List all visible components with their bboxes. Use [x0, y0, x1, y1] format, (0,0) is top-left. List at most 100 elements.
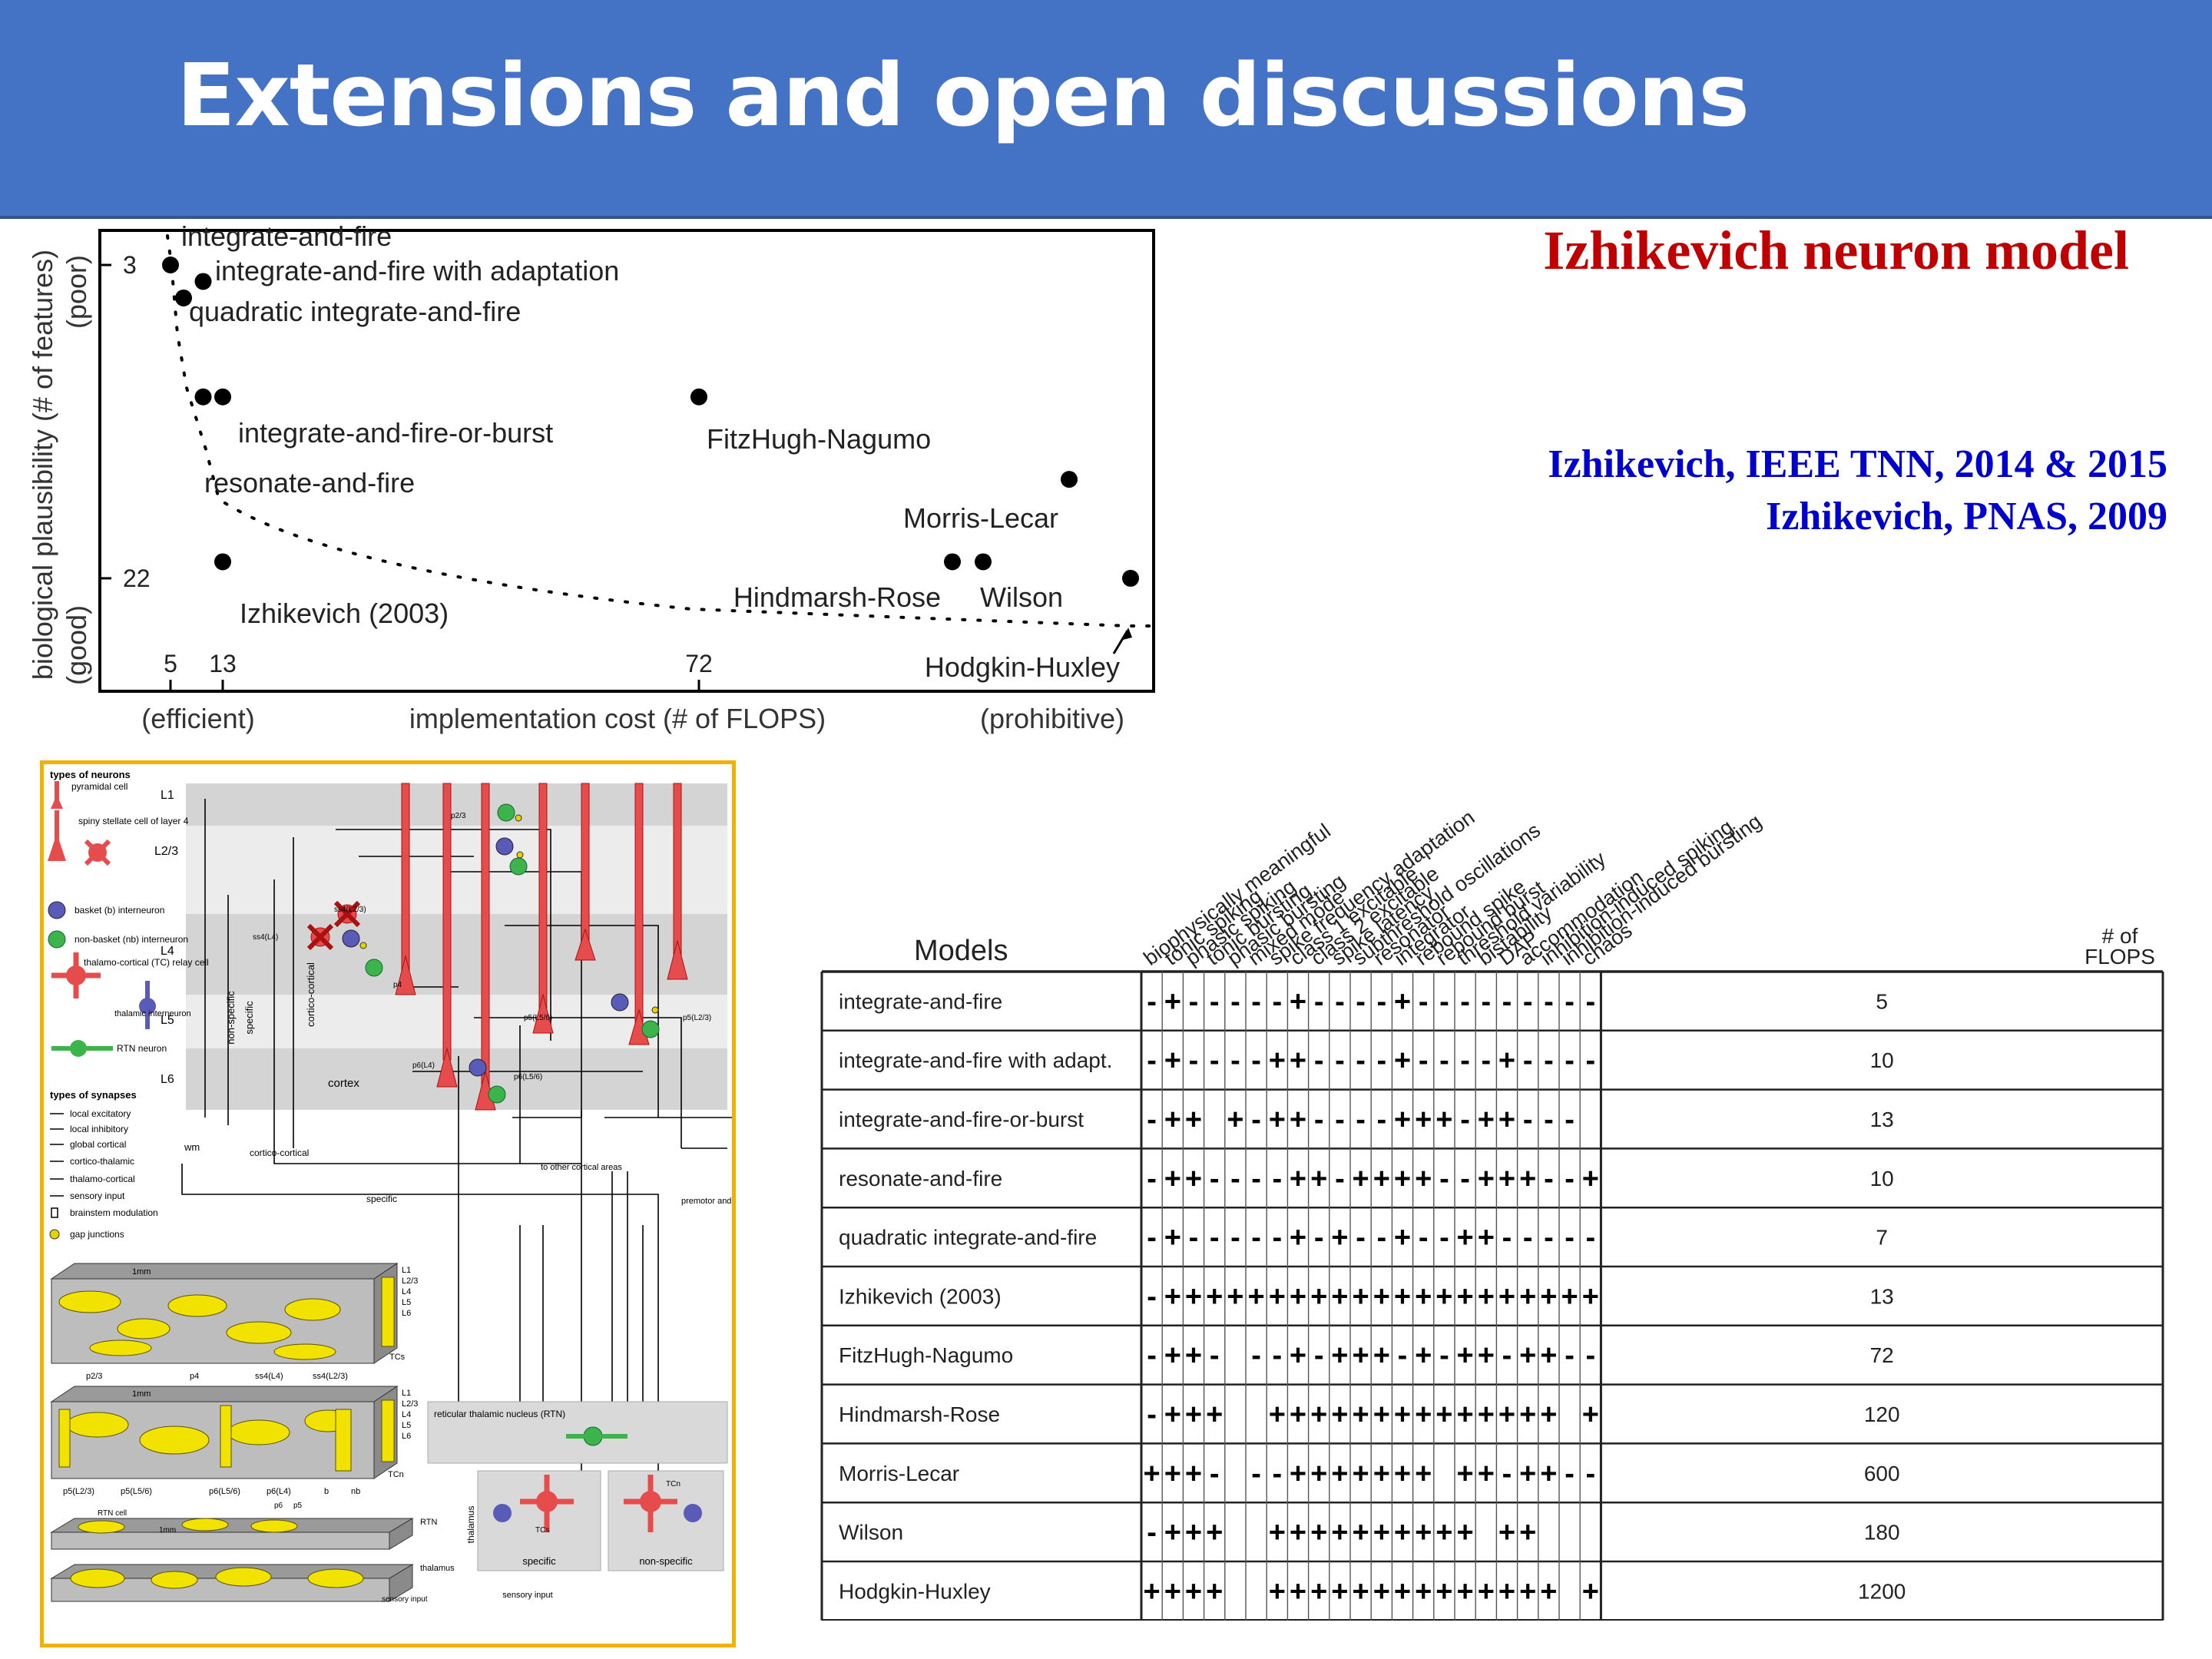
table-cell-mark: + — [1331, 1517, 1348, 1549]
rtn-slab-p5: p5 — [293, 1502, 303, 1510]
table-cell-mark: - — [1147, 1222, 1157, 1254]
table-model-name: FitzHugh-Nagumo — [839, 1343, 1013, 1367]
y-end-label-bottom: (good) — [61, 605, 92, 685]
table-model-name: Wilson — [839, 1521, 903, 1545]
scatter-point-label: quadratic integrate-and-fire — [189, 296, 521, 327]
scatter-point-label: integrate-and-fire-or-burst — [238, 417, 553, 449]
table-cell-mark: - — [1565, 1163, 1575, 1195]
table-cell-mark: + — [1164, 1399, 1181, 1431]
table-cell-mark: - — [1314, 1045, 1324, 1077]
table-cell-mark: + — [1206, 1280, 1223, 1313]
legend-synapse-2: global cortical — [70, 1139, 126, 1150]
table-cell-mark: + — [1310, 1458, 1327, 1490]
table-cell-mark: - — [1251, 1163, 1261, 1195]
table-cell-mark: + — [1540, 1575, 1557, 1608]
legend-stellate-spines-icon — [84, 839, 111, 866]
table-flops-value: 13 — [1870, 1284, 1894, 1308]
anatomy1-label-ss4-4: ss4(L4) — [255, 1372, 283, 1381]
table-cell-mark: - — [1335, 985, 1345, 1018]
table-cell-mark: - — [1544, 1222, 1554, 1254]
table-cell-mark: + — [1290, 1399, 1306, 1431]
legend-neuron-rtn: RTN neuron — [117, 1043, 167, 1054]
table-cell-mark: + — [1185, 1163, 1202, 1195]
non-basket-interneurons — [365, 803, 660, 1104]
diagram-canvas: L1 L2/3 L4 L5 L6 cortex non-specific spe… — [48, 769, 786, 1604]
table-cell-mark: - — [1147, 1517, 1157, 1549]
x-tick-label: 13 — [209, 650, 237, 677]
table-cell-mark: + — [1164, 985, 1181, 1018]
table-cell-mark: + — [1415, 1517, 1432, 1549]
legend-neuron-nonbasket: non-basket (nb) interneuron — [75, 934, 188, 945]
table-cell-mark: + — [1540, 1458, 1557, 1490]
legend-neurons-heading: types of neurons — [50, 769, 131, 780]
table-cell-mark: + — [1185, 1458, 1202, 1490]
table-cell-mark: - — [1585, 1045, 1595, 1077]
rtn-slab-p6: p6 — [274, 1502, 283, 1510]
table-cell-mark: + — [1269, 1517, 1286, 1549]
table-cell-mark: + — [1478, 1222, 1495, 1254]
legend-tc-branches-icon — [51, 952, 101, 998]
cell-label-ss4-4: ss4(L4) — [253, 933, 278, 942]
flops-header-line-2: FLOPS — [2085, 945, 2155, 969]
table-cell-mark: + — [1185, 1339, 1202, 1372]
table-cell-mark: + — [1415, 1163, 1432, 1195]
table-cell-mark: - — [1272, 1163, 1282, 1195]
table-cell-mark: + — [1394, 985, 1411, 1018]
cell-label-p5-l23: p5(L2/3) — [683, 1014, 711, 1022]
table-cell-mark: - — [1272, 1458, 1282, 1490]
table-cell-mark: - — [1481, 1045, 1491, 1077]
table-cell-mark: - — [1376, 1045, 1386, 1077]
table-cell-mark: + — [1227, 1280, 1243, 1313]
table-cell-mark: + — [1269, 1399, 1286, 1431]
anatomy1-layer-l1: L1 — [402, 1266, 411, 1275]
hodgkin-huxley-arrow — [1112, 630, 1129, 654]
table-cell-mark: + — [1331, 1222, 1348, 1254]
table-cell-mark: - — [1189, 1222, 1199, 1254]
thalamus-slab-label: thalamus — [420, 1564, 455, 1573]
title-banner — [0, 0, 2212, 219]
table-cell-mark: + — [1394, 1222, 1411, 1254]
table-cell-mark: - — [1585, 1222, 1595, 1254]
table-cell-mark: - — [1460, 985, 1470, 1018]
table-cell-mark: + — [1164, 1104, 1181, 1136]
table-cell-mark: + — [1373, 1458, 1390, 1490]
rtn-box — [427, 1401, 728, 1464]
legend-basket-icon — [48, 901, 66, 919]
table-cell-mark: - — [1335, 1045, 1345, 1077]
scatter-point-label: integrate-and-fire — [181, 220, 392, 252]
legend-neuron-thalamic: thalamic interneuron — [114, 1009, 191, 1018]
table-cell-mark: + — [1435, 1575, 1452, 1608]
x-tick-label: 5 — [164, 650, 177, 677]
table-cell-mark: - — [1147, 1280, 1157, 1313]
scatter-point-label: integrate-and-fire with adaptation — [215, 255, 619, 286]
anatomy-block-1 — [50, 1263, 399, 1364]
table-cell-mark: + — [1352, 1339, 1369, 1372]
rtn-slab — [50, 1518, 414, 1550]
y-axis-label: biological plausibility (# of features) — [27, 250, 58, 680]
anatomy1-layer-l23: L2/3 — [402, 1277, 418, 1286]
table-cell-mark: + — [1415, 1399, 1432, 1431]
table-cell-mark: + — [1290, 1045, 1306, 1077]
table-cell-mark: + — [1582, 1280, 1599, 1313]
anatomy1-label-p4: p4 — [190, 1372, 199, 1381]
table-model-name: Hindmarsh-Rose — [839, 1402, 1000, 1426]
table-cell-mark: + — [1310, 1399, 1327, 1431]
thalamus-vertical-label: thalamus — [465, 1506, 476, 1544]
table-cell-mark: - — [1565, 1045, 1575, 1077]
table-flops-value: 72 — [1870, 1343, 1894, 1367]
table-cell-mark: - — [1356, 1222, 1366, 1254]
table-cell-mark: - — [1251, 985, 1261, 1018]
anatomy2-label-p5-l56: p5(L5/6) — [121, 1487, 152, 1496]
table-cell-mark: + — [1519, 1458, 1536, 1490]
table-cell-mark: + — [1310, 1280, 1327, 1313]
table-cell-mark: + — [1456, 1339, 1473, 1372]
scatter-point-label: resonate-and-fire — [204, 467, 415, 498]
anatomy-block-2 — [50, 1386, 399, 1479]
table-flops-value: 13 — [1870, 1108, 1894, 1131]
table-cell-mark: - — [1314, 1104, 1324, 1136]
table-cell-mark: - — [1419, 1222, 1429, 1254]
scatter-point-label: Morris-Lecar — [903, 502, 1058, 534]
specific-label: specific — [243, 1001, 255, 1035]
table-cell-mark: + — [1164, 1575, 1181, 1608]
